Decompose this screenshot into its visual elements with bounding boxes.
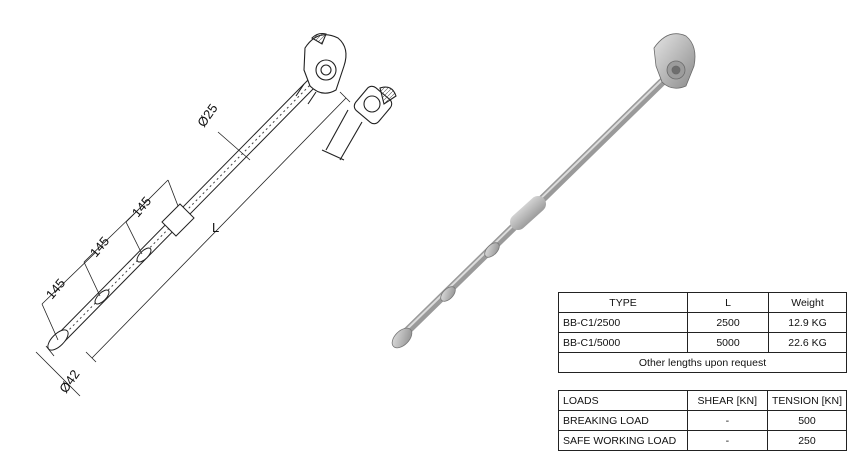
load-name-cell: SAFE WORKING LOAD [558, 430, 688, 451]
table-row: BREAKING LOAD - 500 [558, 410, 848, 431]
weight-cell: 22.6 KG [768, 332, 847, 353]
header-shear: SHEAR [KN] [686, 390, 768, 411]
dim-diameter-rod: Ø25 [194, 101, 220, 130]
render-sleeve [510, 196, 546, 230]
side-detail [321, 85, 397, 161]
header-type: TYPE [558, 292, 688, 313]
rod-sleeve [161, 203, 195, 237]
load-name-cell: BREAKING LOAD [558, 410, 688, 431]
length-cell: 2500 [687, 312, 769, 333]
loads-table-header: LOADS SHEAR [KN] TENSION [KN] [558, 390, 848, 411]
type-cell: BB-C1/5000 [558, 332, 688, 353]
header-tension: TENSION [KN] [766, 390, 848, 411]
dimension-lines [35, 91, 351, 397]
dim-length: L [212, 220, 219, 235]
render-collars [391, 242, 500, 349]
render-head [653, 33, 696, 89]
table-row: BB-C1/2500 2500 12.9 KG [558, 312, 847, 333]
header-weight: Weight [768, 292, 847, 313]
product-render [391, 33, 696, 349]
type-cell: BB-C1/2500 [558, 312, 688, 333]
weight-cell: 12.9 KG [768, 312, 847, 333]
table-note-row: Other lengths upon request [558, 352, 847, 373]
technical-drawing: Ø25 L 145 145 145 Ø42 [35, 32, 397, 397]
header-loads: LOADS [558, 390, 688, 411]
table-row: SAFE WORKING LOAD - 250 [558, 430, 848, 451]
dim-spacing-1: 145 [43, 276, 68, 302]
rod-collars [47, 247, 152, 351]
loads-table: LOADS SHEAR [KN] TENSION [KN] BREAKING L… [558, 390, 848, 451]
dim-diameter-plate: Ø42 [56, 367, 82, 396]
shear-cell: - [686, 410, 768, 431]
length-cell: 5000 [687, 332, 769, 353]
table-note: Other lengths upon request [558, 352, 847, 373]
type-table: TYPE L Weight BB-C1/2500 2500 12.9 KG BB… [558, 292, 847, 373]
header-length: L [687, 292, 769, 313]
head-fitting [295, 32, 347, 105]
tension-cell: 250 [766, 430, 848, 451]
table-row: BB-C1/5000 5000 22.6 KG [558, 332, 847, 353]
shear-cell: - [686, 430, 768, 451]
type-table-header: TYPE L Weight [558, 292, 847, 313]
tension-cell: 500 [766, 410, 848, 431]
